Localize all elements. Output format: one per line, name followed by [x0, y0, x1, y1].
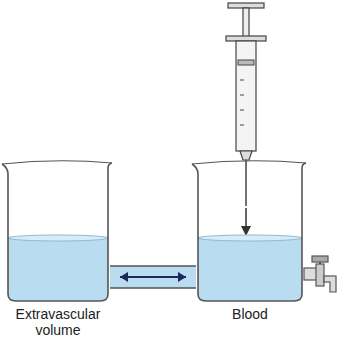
syringe: [226, 3, 266, 236]
connecting-tube: [110, 266, 196, 288]
exchange-arrow: [120, 272, 186, 282]
beaker-label: Blood: [188, 306, 312, 322]
beaker-outline: [4, 160, 112, 302]
beaker-outline: [194, 160, 306, 302]
tube-wall: [110, 287, 196, 289]
beaker: Extravascular volume: [4, 160, 112, 302]
tube-wall: [110, 265, 196, 267]
beaker-label: Extravascular volume: [0, 306, 120, 338]
beaker: Blood: [194, 160, 306, 302]
tap: [304, 256, 336, 292]
